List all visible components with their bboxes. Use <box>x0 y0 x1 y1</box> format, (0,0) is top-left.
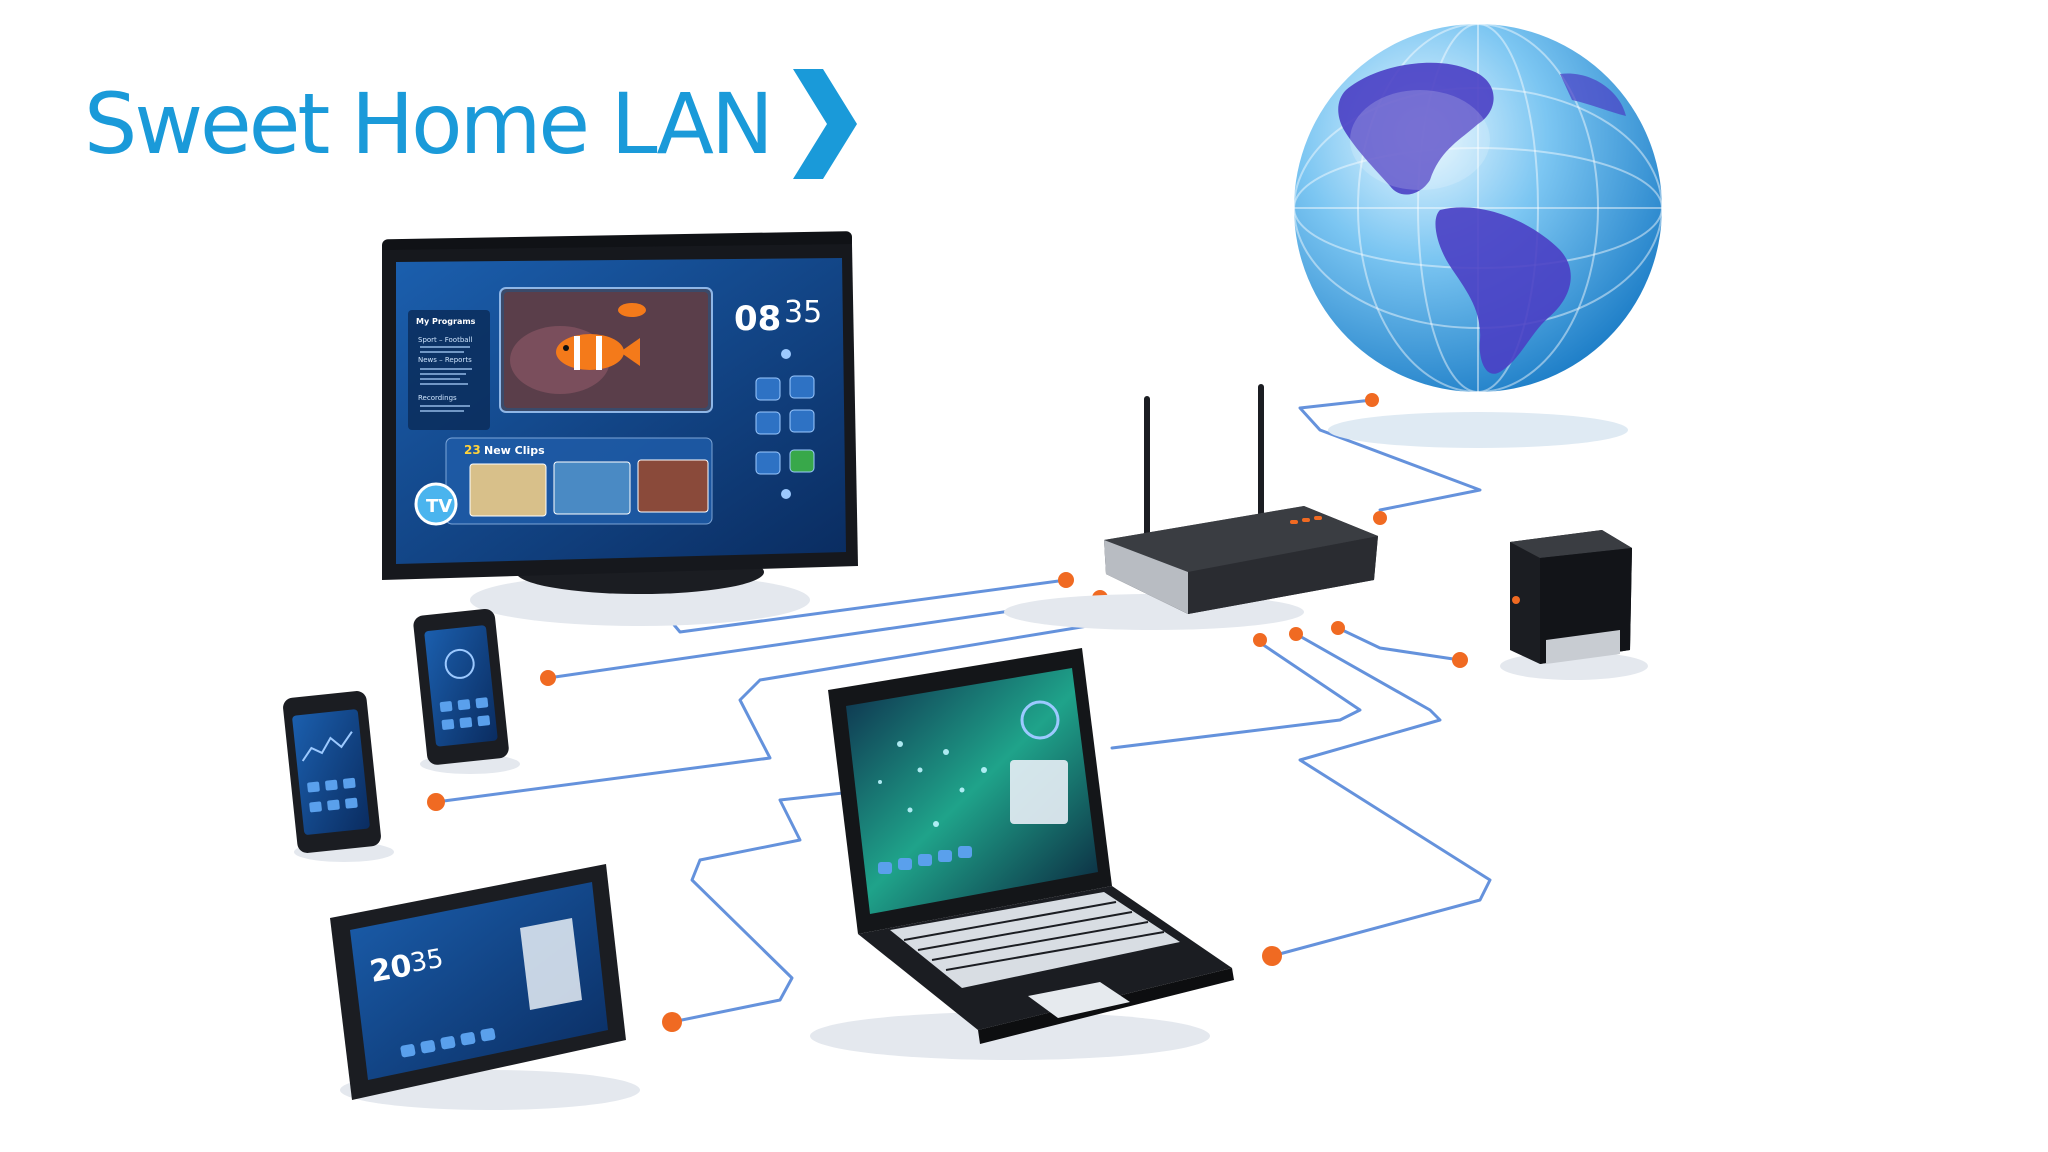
brand-title: Sweet Home LAN <box>84 75 774 173</box>
router-antenna-left <box>1144 396 1150 546</box>
laptop-screen <box>846 668 1098 914</box>
tv-clock-hour: 08 <box>734 299 781 339</box>
tv-menu-title: My Programs <box>416 317 476 326</box>
phone-2-screen <box>292 709 370 835</box>
external-hard-drive <box>1500 530 1648 680</box>
tv-app-grid <box>755 349 815 499</box>
globe-icon <box>1293 23 1663 448</box>
tv-clips-count: 23 <box>464 443 481 457</box>
phone-1-screen <box>424 625 498 747</box>
cable-hdd <box>1336 626 1462 662</box>
continent-north-america <box>1338 62 1494 195</box>
tv-badge-icon <box>414 482 458 526</box>
tablet-clock-minute: 35 <box>408 944 446 979</box>
tablet: 20 35 <box>330 864 640 1110</box>
television: My Programs Sport – Football News – Repo… <box>382 231 858 626</box>
router-antenna-right <box>1258 384 1264 534</box>
tablet-clock-hour: 20 <box>367 948 414 990</box>
tv-clips-label: New Clips <box>484 444 545 457</box>
tv-menu-item-2: News – Reports <box>418 356 472 364</box>
cable-router-drop <box>1270 632 1492 958</box>
smartphone <box>283 691 394 862</box>
cable-globe-router <box>1298 398 1482 512</box>
tv-menu-item-3: Recordings <box>418 394 457 402</box>
clownfish-icon <box>556 334 640 370</box>
chevron-right-icon <box>792 69 857 179</box>
router <box>1004 384 1378 630</box>
cable-tablet <box>670 788 872 1024</box>
laptop-clock-icon <box>1020 700 1060 740</box>
tv-menu-item-1: Sport – Football <box>418 336 473 344</box>
tv-badge: TV <box>426 496 452 517</box>
continent-south-america <box>1435 207 1571 374</box>
cable-phone-2 <box>434 616 1138 804</box>
brand-logo: Sweet Home LAN <box>84 64 857 184</box>
smartphone <box>413 609 520 774</box>
tv-clock-minute: 35 <box>784 295 822 330</box>
laptop <box>810 648 1234 1060</box>
cable-laptop <box>1110 638 1362 750</box>
